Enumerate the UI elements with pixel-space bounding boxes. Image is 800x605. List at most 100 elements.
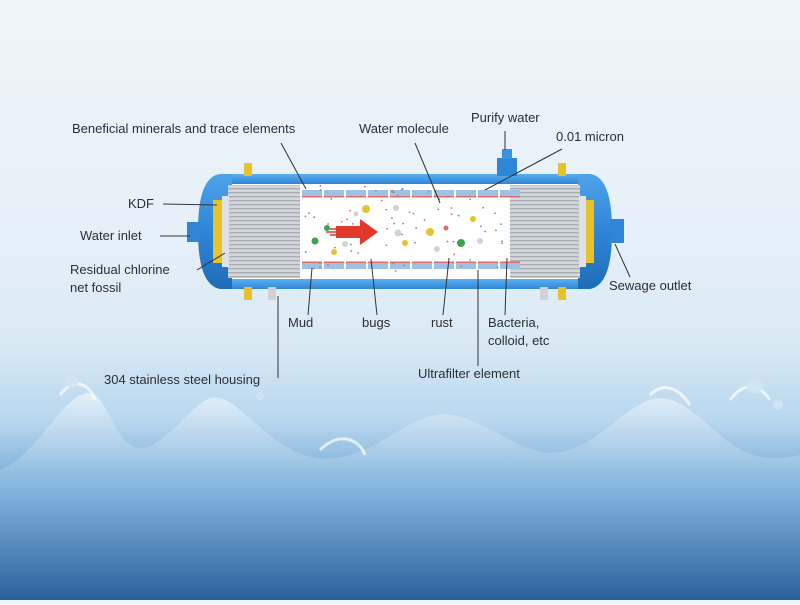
housing-top-wall <box>230 174 580 184</box>
particle <box>362 205 370 213</box>
label-residual-chlorine: Residual chlorine net fossil <box>70 262 170 296</box>
kdf-layer <box>213 200 223 263</box>
label-micron: 0.01 micron <box>556 129 624 144</box>
membrane-edge <box>346 196 366 198</box>
label-water-inlet: Water inlet <box>80 228 142 243</box>
molecule-dot <box>496 266 499 269</box>
molecule-dot <box>313 216 316 219</box>
membrane-edge <box>456 196 476 198</box>
clamp <box>558 163 566 176</box>
particle <box>457 239 465 247</box>
molecule-dot <box>394 270 397 272</box>
molecule-dot <box>450 207 453 209</box>
leader-lines <box>160 131 631 378</box>
membrane-edge <box>368 196 388 198</box>
membrane-edge <box>500 196 520 198</box>
flow-arrow <box>336 219 378 245</box>
membrane-edge <box>500 261 520 263</box>
molecule-dot <box>330 197 333 200</box>
particle <box>342 241 348 247</box>
membrane-segment <box>368 263 388 269</box>
droplet <box>256 392 264 400</box>
molecule-dot <box>482 206 485 209</box>
molecule-dot <box>349 209 351 212</box>
particle <box>324 225 330 231</box>
leader-bacteria <box>504 257 508 316</box>
membrane-edge <box>368 261 388 263</box>
left-gasket <box>222 196 229 267</box>
leader-micron <box>484 148 563 191</box>
molecule-dot <box>327 223 330 225</box>
molecule-dot <box>479 225 482 228</box>
purify-water-port <box>497 158 517 176</box>
membrane-segment <box>368 190 388 196</box>
clamp <box>244 287 252 300</box>
molecule-dot <box>350 249 353 252</box>
membrane-edge <box>412 261 432 263</box>
molecule-dot <box>484 230 487 233</box>
particle <box>402 240 408 246</box>
membrane-segment <box>500 263 520 269</box>
molecule-dot <box>446 240 449 243</box>
kdf-layer-right <box>585 200 594 263</box>
leader-rust <box>442 257 450 316</box>
molecule-dot <box>408 211 411 214</box>
molecule-dot <box>469 198 472 201</box>
molecule-dot <box>391 262 394 265</box>
sewage-outlet-port <box>610 219 624 243</box>
label-sewage-outlet: Sewage outlet <box>609 278 692 293</box>
molecule-dot <box>427 190 430 193</box>
membrane-edge <box>324 261 344 263</box>
molecule-dot <box>363 185 366 188</box>
molecule-dot <box>307 212 310 215</box>
molecule-dot <box>423 219 426 222</box>
molecule-dot <box>318 262 321 264</box>
label-beneficial-minerals: Beneficial minerals and trace elements <box>72 121 296 136</box>
membrane-edge <box>302 196 322 198</box>
molecule-dot <box>324 226 327 228</box>
membrane-segment <box>390 190 410 196</box>
molecule-dot <box>333 246 336 249</box>
label-bugs: bugs <box>362 315 391 330</box>
molecule-dot <box>396 194 399 197</box>
molecule-dot <box>319 184 322 187</box>
molecule-dot <box>319 189 322 192</box>
molecule-dot <box>401 233 403 236</box>
housing-bottom-wall <box>230 279 580 289</box>
droplet <box>773 400 783 410</box>
particle <box>353 211 359 217</box>
label-residual-chlorine-line1: Residual chlorine <box>70 262 170 277</box>
membrane-segment <box>412 190 432 196</box>
right-gasket <box>579 196 586 267</box>
flow-arrow-tail <box>326 228 336 236</box>
molecule-dot <box>414 241 416 244</box>
water-splash <box>0 393 800 600</box>
contaminant-particles <box>304 184 503 272</box>
membrane-segment <box>302 190 322 196</box>
molecule-dot <box>394 261 397 264</box>
membrane-segment <box>302 263 322 269</box>
molecule-dot <box>437 208 440 211</box>
molecule-dot <box>433 195 436 198</box>
membrane-edge <box>390 261 410 263</box>
molecule-dot <box>500 223 503 226</box>
particle <box>311 237 319 245</box>
left-pp-cartridge <box>228 185 300 278</box>
leader-mud <box>307 267 313 316</box>
molecule-dot <box>501 242 503 245</box>
particle <box>443 225 449 231</box>
label-housing: 304 stainless steel housing <box>104 372 261 387</box>
label-ultrafilter: Ultrafilter element <box>418 366 520 381</box>
right-pp-cartridge <box>510 185 580 278</box>
membrane-segment <box>346 263 366 269</box>
molecule-dot <box>304 215 307 218</box>
molecule-dot <box>400 188 403 191</box>
molecule-dot <box>393 222 396 225</box>
particle <box>394 229 402 237</box>
molecule-dot <box>402 264 405 267</box>
purify-water-nozzle <box>502 149 512 159</box>
label-bacteria-line1: Bacteria, <box>488 315 540 330</box>
membrane-segment <box>456 263 476 269</box>
molecule-dot <box>357 252 359 254</box>
